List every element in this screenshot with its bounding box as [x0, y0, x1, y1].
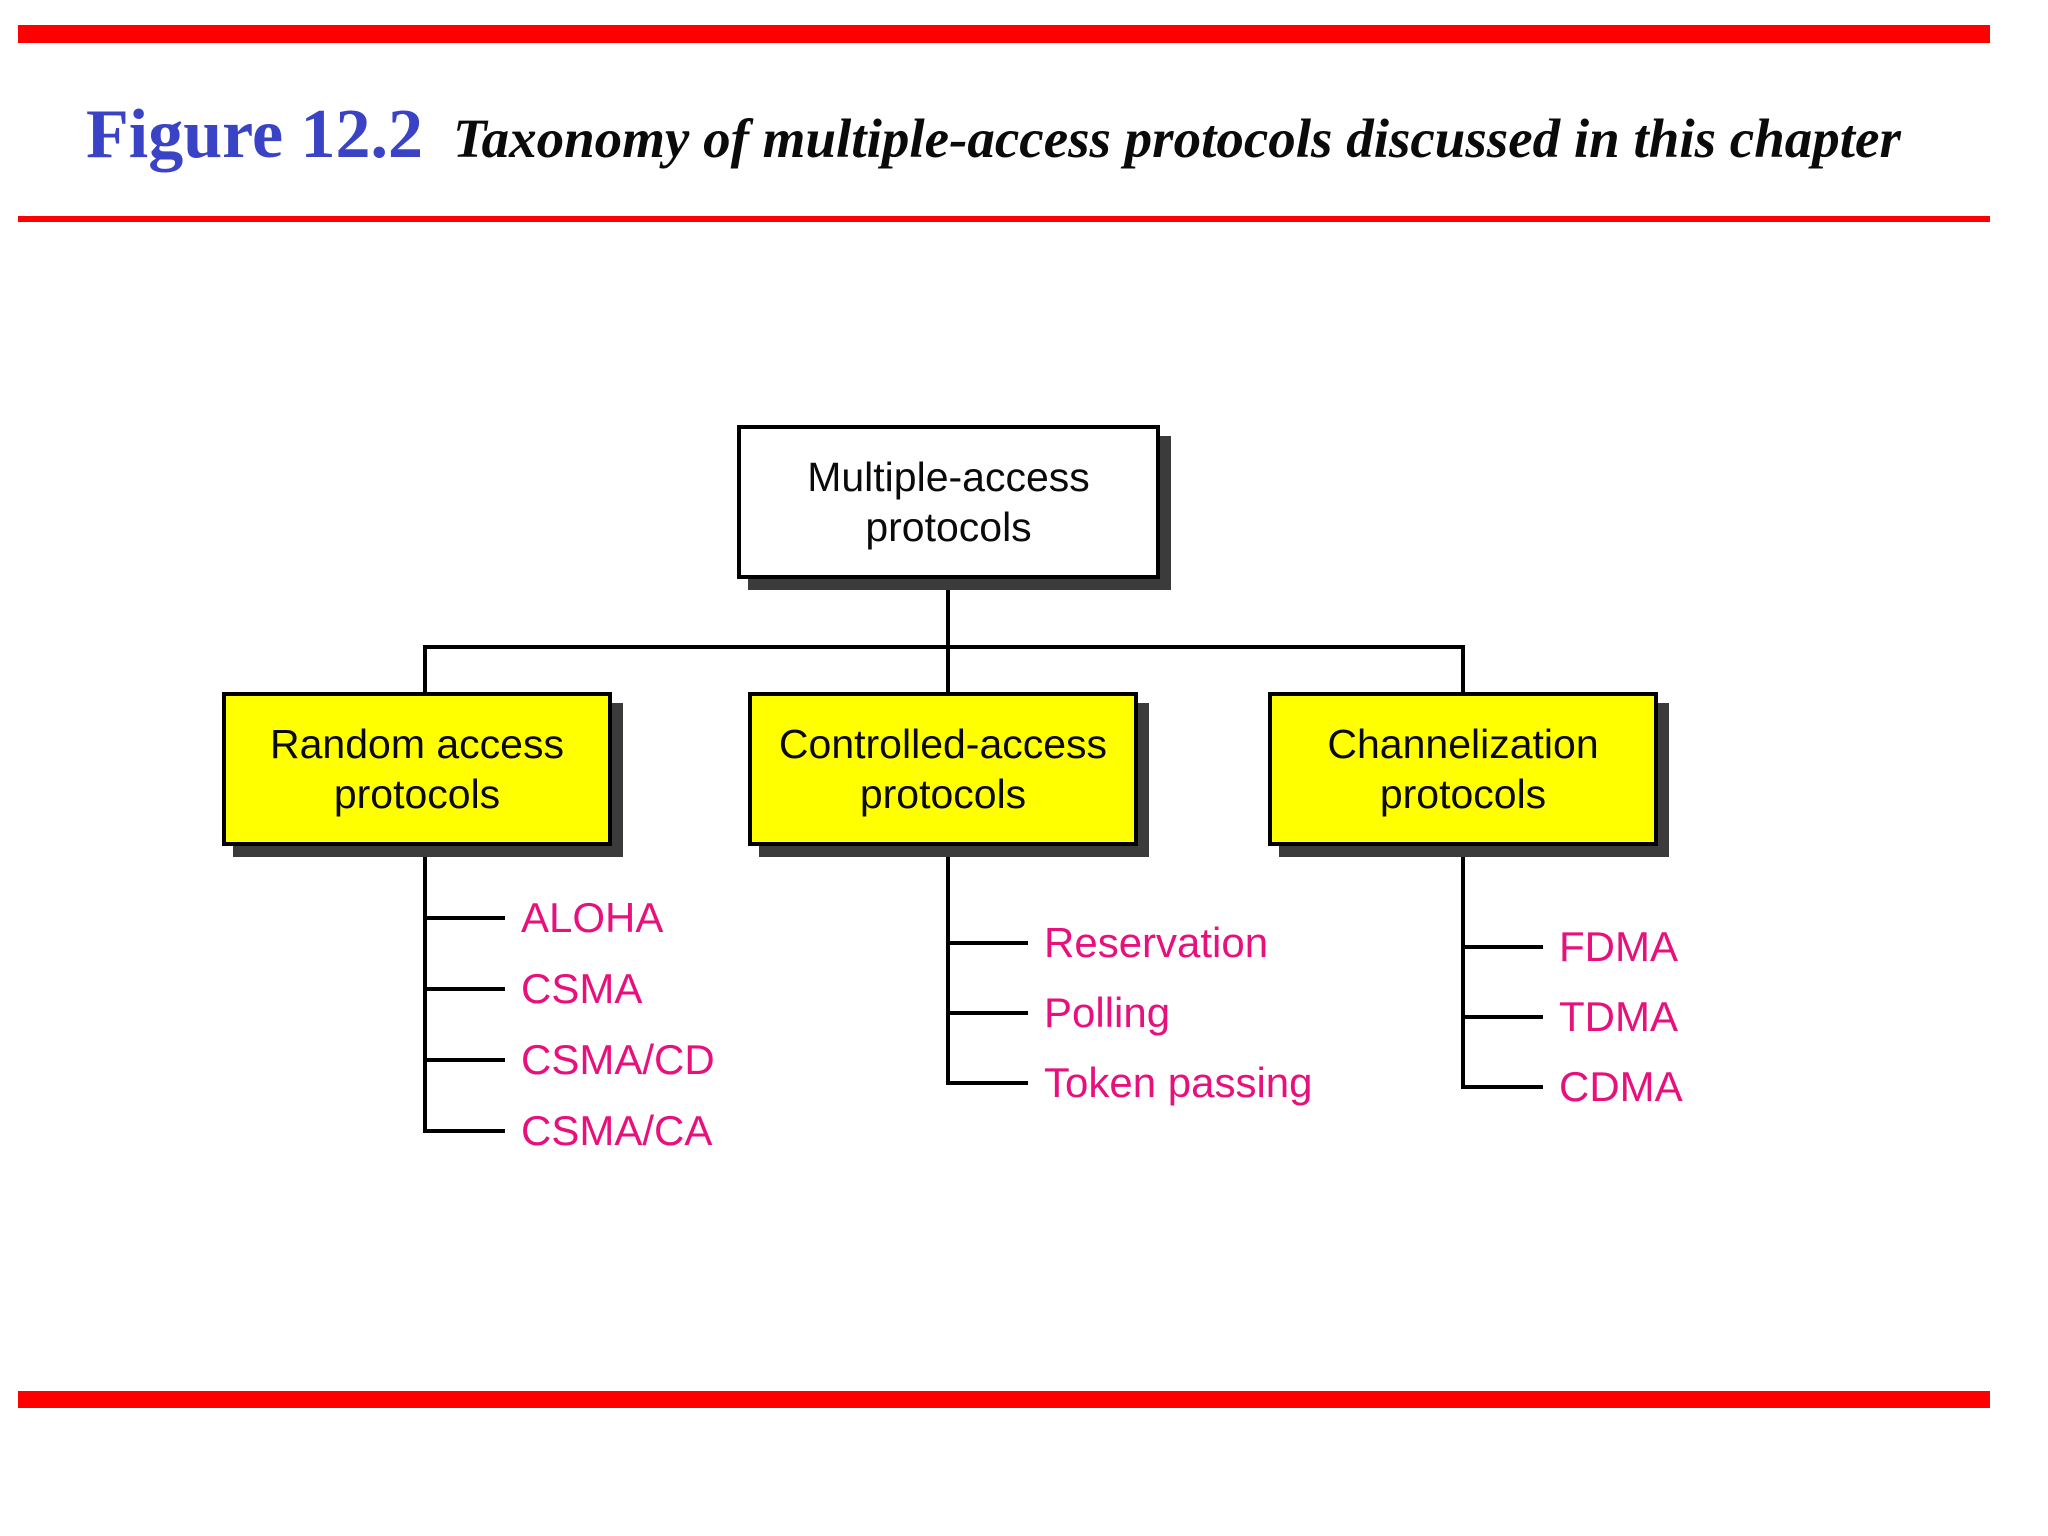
- connector-tick: [1461, 945, 1543, 949]
- leaf-item: ALOHA: [423, 882, 715, 953]
- leaf-item: CSMA/CD: [423, 1024, 715, 1095]
- leaf-label: CSMA/CD: [521, 1035, 715, 1083]
- connector-tick: [946, 1081, 1028, 1085]
- figure-number: Figure 12.2: [86, 96, 424, 173]
- connector-horizontal-bar: [423, 645, 1465, 649]
- connector-tick: [423, 1128, 505, 1133]
- node-channelization-protocols: Channelization protocols: [1268, 692, 1658, 846]
- leaf-item: CDMA: [1461, 1052, 1683, 1122]
- connector-tick: [1461, 1015, 1543, 1019]
- connector-root-trunk: [946, 577, 950, 647]
- leaf-item: TDMA: [1461, 982, 1683, 1052]
- leaf-item: Token passing: [946, 1048, 1313, 1118]
- leaf-label: TDMA: [1559, 993, 1678, 1040]
- connector-spine-channelization: [1461, 845, 1465, 1089]
- leaf-label: ALOHA: [521, 893, 664, 941]
- node-label-line: protocols: [859, 771, 1027, 817]
- connector-tick: [423, 986, 505, 991]
- title-underline-rule: [18, 216, 1990, 222]
- leaf-label: CDMA: [1559, 1063, 1683, 1110]
- node-label-line: Channelization: [1327, 721, 1599, 767]
- node-multiple-access-protocols: Multiple-access protocols: [737, 425, 1160, 579]
- leaf-item: Polling: [946, 978, 1313, 1048]
- leaf-item: FDMA: [1461, 912, 1683, 982]
- node-random-access-protocols: Random access protocols: [222, 692, 612, 846]
- figure-caption: Taxonomy of multiple-access protocols di…: [453, 108, 1901, 169]
- leaf-label: FDMA: [1559, 923, 1678, 970]
- node-label-line: protocols: [865, 504, 1032, 550]
- leaf-group-random-access: ALOHA CSMA CSMA/CD CSMA/CA: [423, 882, 715, 1166]
- leaf-label: CSMA: [521, 964, 643, 1012]
- connector-tick: [423, 915, 505, 920]
- leaf-label: Polling: [1044, 989, 1171, 1036]
- leaf-label: CSMA/CA: [521, 1106, 713, 1154]
- leaf-item: CSMA: [423, 953, 715, 1024]
- node-controlled-access-protocols: Controlled-access protocols: [748, 692, 1138, 846]
- connector-tick: [946, 941, 1028, 945]
- node-label-line: Random access: [270, 721, 564, 767]
- leaf-group-channelization: FDMA TDMA CDMA: [1461, 912, 1683, 1122]
- connector-tick: [423, 1057, 505, 1062]
- node-label-line: Multiple-access: [807, 454, 1090, 500]
- connector-stub-random-access: [423, 645, 427, 692]
- top-red-bar: [18, 25, 1990, 43]
- connector-spine-controlled-access: [946, 845, 950, 1085]
- node-label-line: protocols: [333, 771, 501, 817]
- connector-stub-channelization: [1461, 645, 1465, 692]
- bottom-red-bar: [18, 1391, 1990, 1408]
- leaf-item: Reservation: [946, 908, 1313, 978]
- connector-tick: [946, 1011, 1028, 1015]
- leaf-label: Token passing: [1044, 1059, 1313, 1106]
- leaf-item: CSMA/CA: [423, 1095, 715, 1166]
- connector-tick: [1461, 1085, 1543, 1089]
- connector-stub-controlled-access: [946, 645, 950, 692]
- node-label-line: protocols: [1379, 771, 1547, 817]
- node-label-line: Controlled-access: [778, 721, 1108, 767]
- leaf-label: Reservation: [1044, 919, 1269, 966]
